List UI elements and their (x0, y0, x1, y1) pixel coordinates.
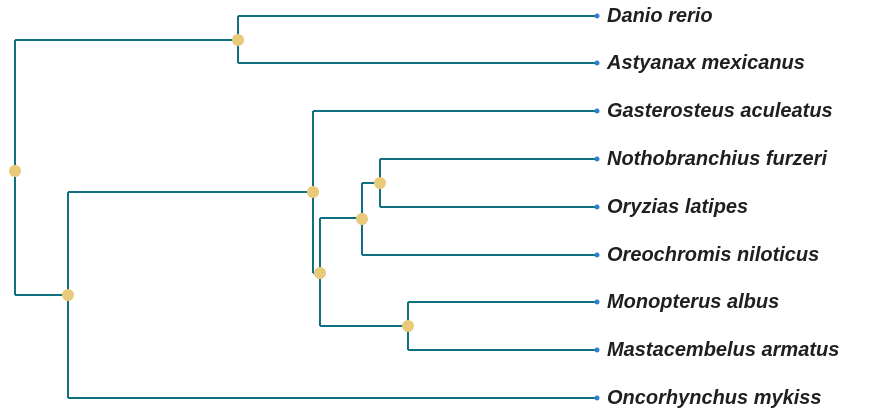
tip-marker (594, 13, 600, 19)
node-clade-e (356, 213, 368, 225)
branch-root (14, 39, 238, 296)
tip-marker (594, 204, 600, 210)
tip-marker (594, 395, 600, 401)
node-clade-d (314, 267, 326, 279)
node-root (9, 165, 21, 177)
branch-clade-b (67, 191, 597, 399)
leaf-label: Oreochromis niloticus (607, 244, 820, 266)
branch-clade-e (361, 182, 597, 256)
tip-marker (594, 299, 600, 305)
tip-marker (594, 252, 600, 258)
leaf-label: Oncorhynchus mykiss (607, 387, 822, 409)
leaf-label: Monopterus albus (607, 291, 780, 313)
node-clade-a (232, 34, 244, 46)
branch-clade-danio-astyanax (237, 15, 597, 64)
tip-marker (594, 347, 600, 353)
leaf-label: Oryzias latipes (607, 196, 749, 218)
leaf-label: Mastacembelus armatus (607, 339, 840, 361)
branch-clade-d (319, 217, 408, 327)
tip-marker (594, 60, 600, 66)
node-clade-g (402, 320, 414, 332)
tip-marker (594, 156, 600, 162)
branch-clade-c (312, 110, 597, 274)
tip-marker (594, 108, 600, 114)
node-clade-c (307, 186, 319, 198)
node-clade-b (62, 289, 74, 301)
node-clade-f (374, 177, 386, 189)
branch-clade-f (379, 158, 597, 208)
tip-markers (594, 13, 600, 401)
leaf-label: Nothobranchius furzeri (607, 148, 828, 170)
branch-clade-g (407, 301, 597, 351)
leaf-label: Gasterosteus aculeatus (607, 100, 833, 122)
leaf-label: Astyanax mexicanus (607, 52, 805, 74)
leaf-label: Danio rerio (607, 5, 713, 27)
